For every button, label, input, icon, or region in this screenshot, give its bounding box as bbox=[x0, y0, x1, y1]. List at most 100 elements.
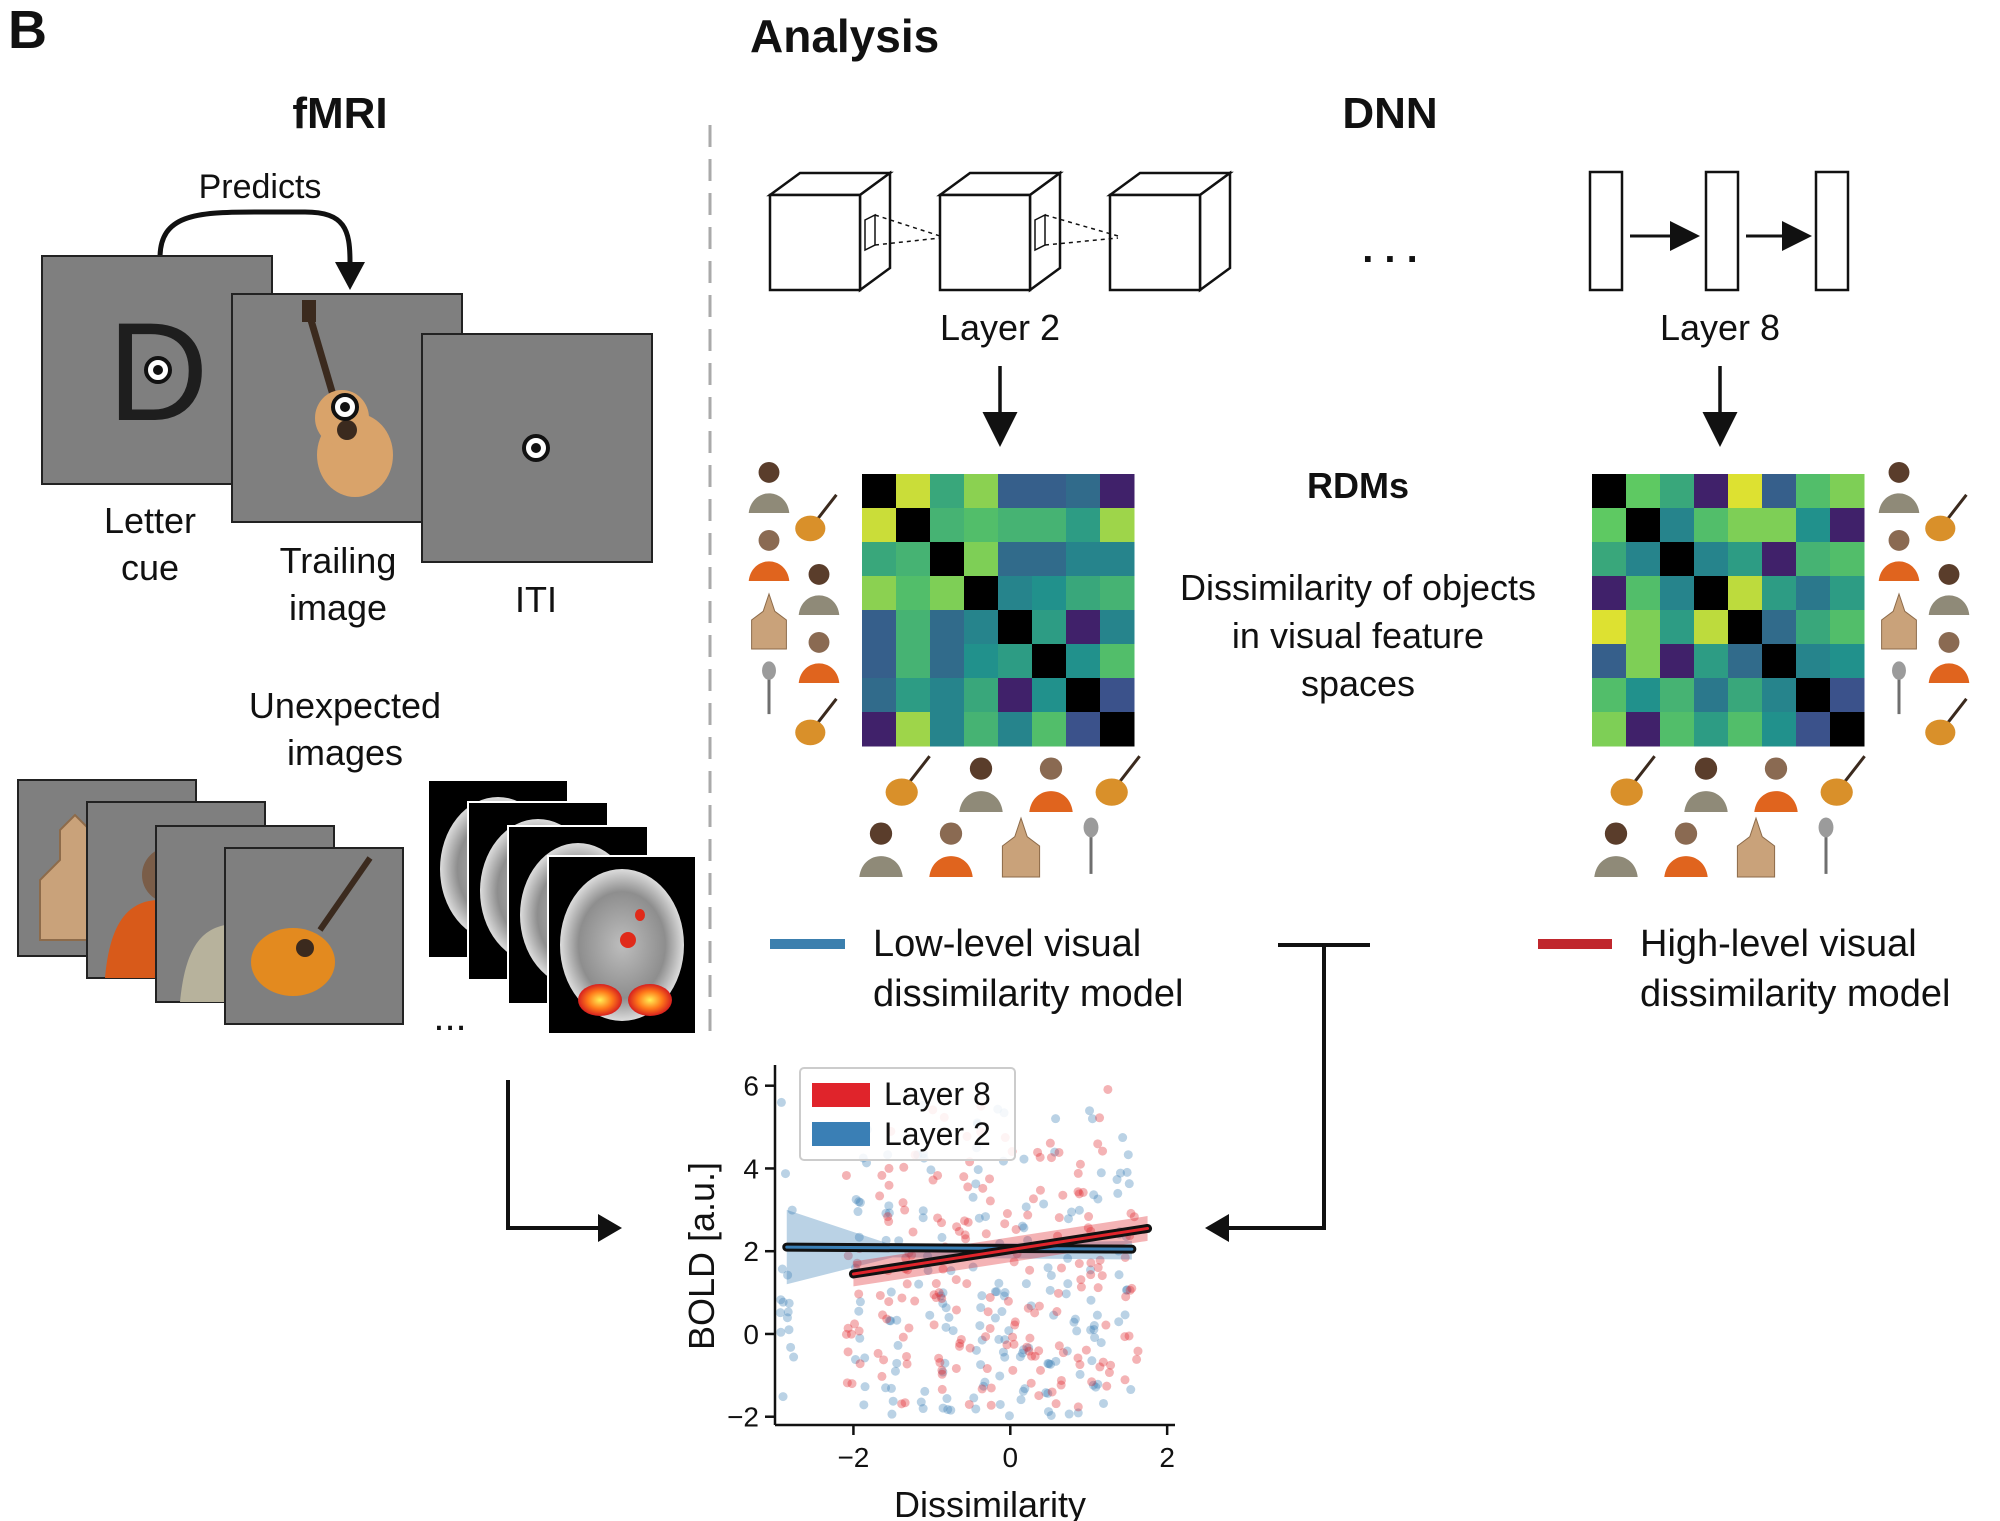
rdm-cell bbox=[1830, 542, 1865, 577]
scatter-point bbox=[1086, 1265, 1096, 1275]
man-thumbnail bbox=[748, 529, 790, 581]
rdm-cell bbox=[1100, 542, 1135, 577]
scatter-point bbox=[938, 1403, 948, 1413]
scatter-point bbox=[933, 1170, 943, 1180]
scatter-point bbox=[990, 1287, 1000, 1297]
rdm-cell bbox=[896, 644, 931, 679]
woman-thumbnail bbox=[748, 461, 790, 513]
scatter-point bbox=[882, 1314, 892, 1324]
scatter-point bbox=[900, 1398, 910, 1408]
activation-blob bbox=[578, 984, 622, 1016]
scatter-point bbox=[946, 1405, 956, 1415]
scatter-point bbox=[914, 1279, 924, 1289]
legend-swatch-layer8 bbox=[812, 1083, 870, 1107]
scatter-point bbox=[1092, 1310, 1102, 1320]
scatter-point bbox=[1118, 1133, 1128, 1143]
scatter-point bbox=[1034, 1346, 1044, 1356]
rdm-cell bbox=[1592, 542, 1627, 577]
scatter-point bbox=[841, 1329, 851, 1339]
rdm-cell bbox=[1694, 542, 1729, 577]
rdm-cell bbox=[896, 712, 931, 747]
rdm-cell bbox=[1592, 712, 1627, 747]
rdm-cell bbox=[1796, 644, 1831, 679]
slice-ellipsis: ... bbox=[433, 995, 466, 1039]
panel-label: B bbox=[8, 0, 47, 60]
scatter-point bbox=[1021, 1279, 1031, 1289]
rdms-title: RDMs bbox=[1307, 465, 1409, 506]
scatter-point bbox=[1044, 1407, 1054, 1417]
scatter-point bbox=[1019, 1223, 1029, 1233]
letter-cue-label-2: cue bbox=[121, 547, 179, 588]
scatter-point bbox=[907, 1250, 917, 1260]
scatter-point bbox=[888, 1396, 898, 1406]
scatter-point bbox=[854, 1306, 864, 1316]
scatter-point bbox=[940, 1358, 950, 1368]
scatter-point bbox=[885, 1316, 895, 1326]
scatter-point bbox=[1120, 1332, 1130, 1342]
scatter-point bbox=[936, 1291, 946, 1301]
scatter-point bbox=[1089, 1321, 1099, 1331]
scatter-point bbox=[976, 1303, 986, 1313]
scatter-point bbox=[986, 1400, 996, 1410]
scatter-point bbox=[1095, 1362, 1105, 1372]
scatter-point bbox=[892, 1315, 902, 1325]
man-thumbnail bbox=[1029, 757, 1073, 812]
scatter-point bbox=[1125, 1285, 1135, 1295]
scatter-point bbox=[934, 1353, 944, 1363]
scatter-point bbox=[1076, 1275, 1086, 1285]
rdm-cell bbox=[1762, 576, 1797, 611]
legend-label-layer8: Layer 8 bbox=[884, 1076, 991, 1112]
scatter-point bbox=[985, 1323, 995, 1333]
church-thumbnail bbox=[1881, 592, 1917, 650]
scatter-point bbox=[902, 1279, 912, 1289]
scatter-point bbox=[1046, 1410, 1056, 1420]
letter-cue-label-1: Letter bbox=[104, 500, 196, 541]
scatter-point bbox=[897, 1399, 907, 1409]
rdm-cell bbox=[862, 678, 897, 713]
rdm-cell bbox=[1032, 678, 1067, 713]
dnn-to-plot-arrow bbox=[1225, 943, 1370, 1230]
scatter-point bbox=[897, 1293, 907, 1303]
scatter-point bbox=[1095, 1255, 1105, 1265]
scatter-point bbox=[997, 1307, 1007, 1317]
scatter-point bbox=[877, 1371, 887, 1381]
scatter-point bbox=[1114, 1317, 1124, 1327]
scatter-point bbox=[1093, 1194, 1103, 1204]
scatter-point bbox=[985, 1292, 995, 1302]
scatter-point bbox=[955, 1338, 965, 1348]
rdm-cell bbox=[1066, 542, 1101, 577]
scatter-point bbox=[1087, 1114, 1097, 1124]
scatter-point bbox=[971, 1345, 981, 1355]
scatter-point bbox=[1056, 1375, 1066, 1385]
low-level-label-2: dissimilarity model bbox=[873, 973, 1183, 1015]
scatter-point bbox=[929, 1320, 939, 1330]
activation-blob bbox=[628, 984, 672, 1016]
rdm-cell bbox=[1830, 474, 1865, 509]
scatter-point bbox=[916, 1397, 926, 1407]
rdm-cell bbox=[1762, 542, 1797, 577]
scatter-point bbox=[1129, 1212, 1139, 1222]
scatter-point bbox=[1127, 1283, 1137, 1293]
rdm-cell bbox=[1066, 678, 1101, 713]
scatter-point bbox=[941, 1322, 951, 1332]
scatter-point bbox=[1086, 1295, 1096, 1305]
scatter-point bbox=[938, 1298, 948, 1308]
rdm-cell bbox=[1796, 610, 1831, 645]
rdm-cell bbox=[1660, 610, 1695, 645]
rdm-cell bbox=[896, 474, 931, 509]
rdm-cell bbox=[1592, 644, 1627, 679]
scatter-point bbox=[878, 1310, 888, 1320]
scatter-point bbox=[778, 1297, 788, 1307]
scatter-point bbox=[1120, 1375, 1130, 1385]
scatter-point bbox=[1093, 1263, 1103, 1273]
guitar-thumbnail bbox=[1095, 755, 1141, 806]
rdm-cell bbox=[1626, 542, 1661, 577]
predicts-arrowhead bbox=[335, 262, 365, 290]
scatter-point bbox=[1051, 1399, 1061, 1409]
scatter-point bbox=[886, 1383, 896, 1393]
scatter-point bbox=[1124, 1179, 1134, 1189]
scatter-point bbox=[1021, 1202, 1031, 1212]
rdm-cell bbox=[1830, 712, 1865, 747]
rdm-cell bbox=[1100, 508, 1135, 543]
